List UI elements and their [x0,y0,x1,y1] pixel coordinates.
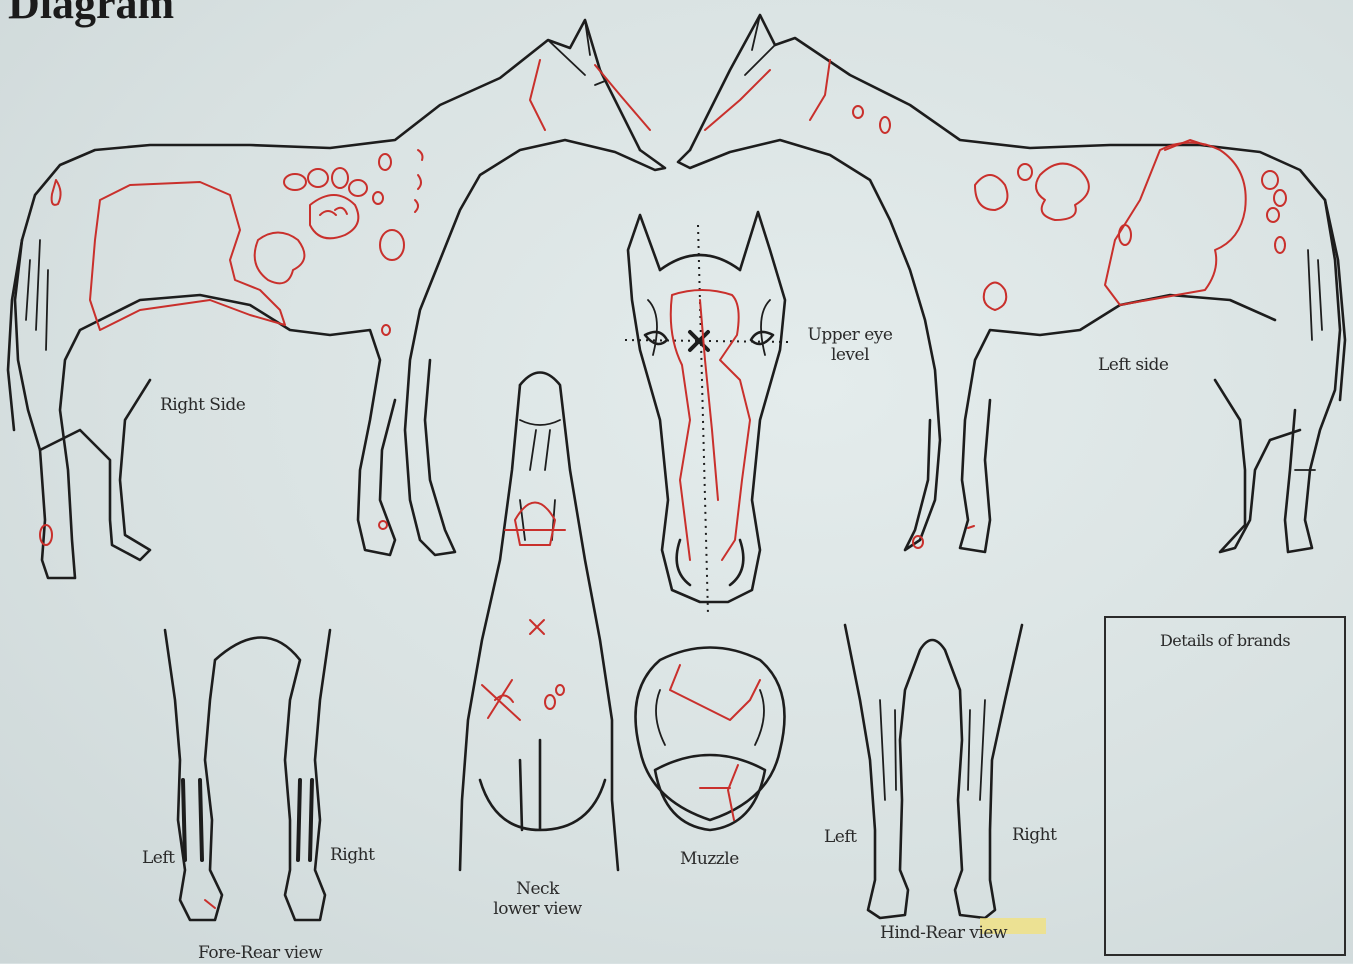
hind-rear-view-figure [845,625,1046,934]
label-hind-right: Right [1012,826,1056,846]
label-right-side: Right Side [160,396,245,416]
label-muzzle: Muzzle [680,850,739,870]
label-left-side: Left side [1098,356,1168,376]
label-details-of-brands: Details of brands [1106,632,1344,650]
label-upper-eye-level: Upper eye level [800,326,900,365]
muzzle-figure [636,648,785,831]
horse-right-side-figure [8,20,665,578]
label-fore-right: Right [330,846,374,866]
label-neck-lower-view: Neck lower view [480,880,595,919]
head-front-figure [625,212,790,615]
label-hind-rear-view: Hind-Rear view [880,924,1007,944]
label-fore-rear-view: Fore-Rear view [198,944,322,964]
neck-lower-view-figure [460,373,618,871]
horse-left-side-figure [678,15,1345,552]
details-of-brands-box[interactable]: Details of brands [1104,616,1346,956]
fore-rear-view-figure [165,630,330,920]
label-hind-left: Left [824,828,856,848]
label-fore-left: Left [142,849,174,869]
